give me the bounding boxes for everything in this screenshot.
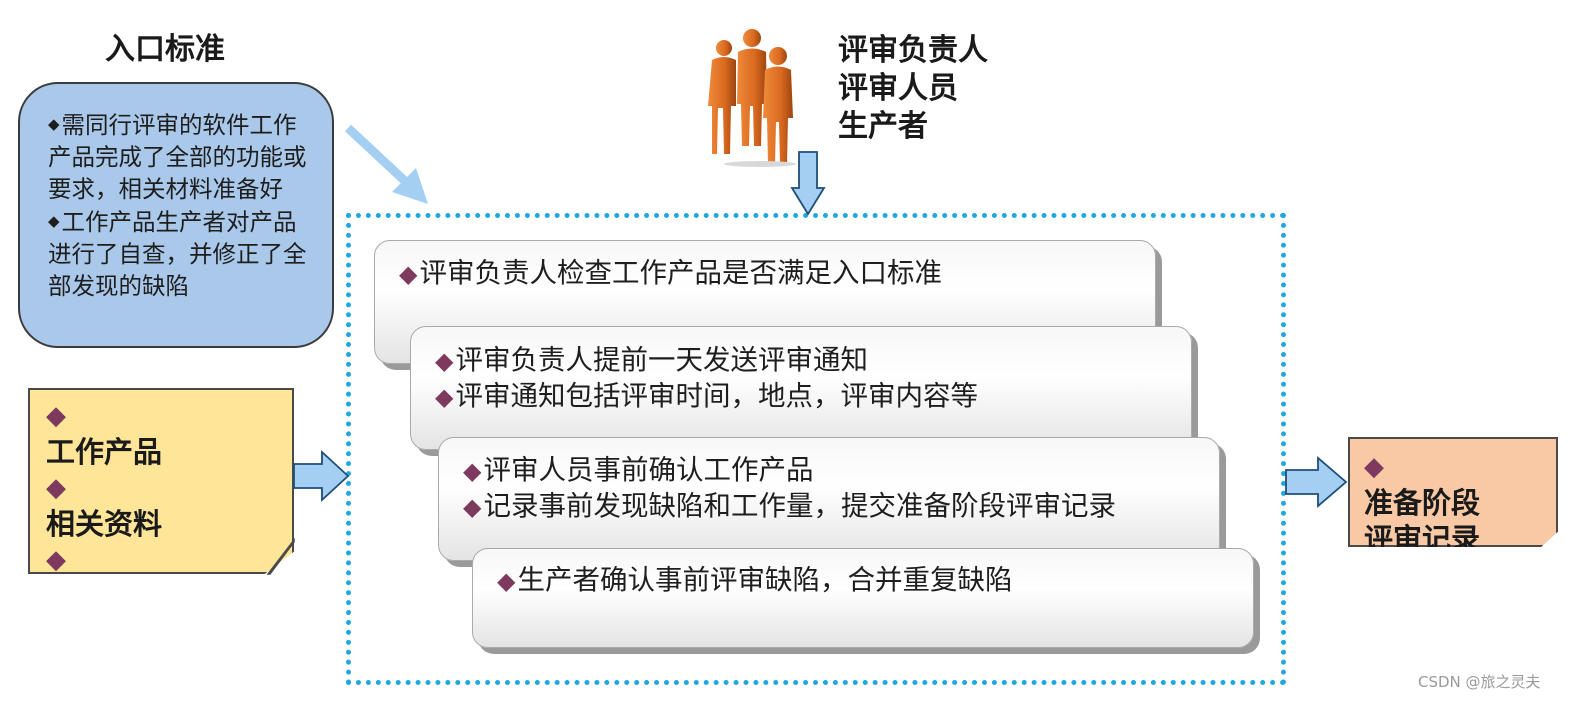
step-card-3: ◆评审人员事前确认工作产品 ◆记录事前发现缺陷和工作量，提交准备阶段评审记录 <box>438 437 1220 561</box>
output-line-2: 评审记录 <box>1364 522 1481 556</box>
input-item: ◆工作产品 <box>46 398 284 470</box>
role-review-lead: 评审负责人 <box>838 33 988 68</box>
diamond-bullet-icon: ◆ <box>463 457 482 485</box>
input-item: ◆评审Checklist <box>46 542 284 575</box>
step-line: ◆记录事前发现缺陷和工作量，提交准备阶段评审记录 <box>463 490 1116 522</box>
entry-criteria-title: 入口标准 <box>105 32 225 67</box>
inputs-note: ◆工作产品 ◆相关资料 ◆评审Checklist 自查结果 <box>28 388 294 574</box>
step-line: ◆评审人员事前确认工作产品 <box>463 454 814 486</box>
diamond-bullet-icon: ◆ <box>48 115 60 133</box>
diamond-bullet-icon: ◆ <box>463 493 482 521</box>
diamond-bullet-icon: ◆ <box>435 347 454 375</box>
review-roles: 评审负责人 评审人员 生产者 <box>838 32 988 146</box>
process-frame <box>346 213 1286 685</box>
diamond-bullet-icon: ◆ <box>48 212 60 230</box>
role-reviewers: 评审人员 <box>838 71 958 106</box>
step-card-2: ◆评审负责人提前一天发送评审通知 ◆评审通知包括评审时间，地点，评审内容等 <box>410 326 1192 450</box>
output-line-1: 准备阶段 <box>1364 486 1481 520</box>
note-fold-icon <box>266 538 295 575</box>
people-icon <box>708 29 796 167</box>
entry-criteria-item: ◆工作产品生产者对产品进行了自查，并修正了全部发现的缺陷 <box>48 208 307 300</box>
diagonal-arrow-icon <box>344 124 428 204</box>
watermark: CSDN @旅之灵夫 <box>1418 673 1541 691</box>
output-note: ◆准备阶段 评审记录 <box>1348 437 1558 547</box>
role-producer: 生产者 <box>838 109 928 144</box>
step-line: ◆评审通知包括评审时间，地点，评审内容等 <box>435 380 978 412</box>
diamond-bullet-icon: ◆ <box>435 383 454 411</box>
diamond-bullet-icon: ◆ <box>46 545 66 575</box>
step-line: ◆评审负责人提前一天发送评审通知 <box>435 344 868 376</box>
entry-criteria-item: ◆需同行评审的软件工作产品完成了全部的功能或要求，相关材料准备好 <box>48 111 307 203</box>
down-arrow-icon <box>790 151 826 216</box>
step-card-4: ◆生产者确认事前评审缺陷，合并重复缺陷 <box>472 548 1254 648</box>
step-line: ◆生产者确认事前评审缺陷，合并重复缺陷 <box>497 564 1013 596</box>
right-arrow-icon <box>1285 456 1348 508</box>
diamond-bullet-icon: ◆ <box>1364 452 1384 482</box>
diamond-bullet-icon: ◆ <box>46 401 66 431</box>
diamond-bullet-icon: ◆ <box>399 260 418 288</box>
step-line: ◆评审负责人检查工作产品是否满足入口标准 <box>399 257 942 289</box>
input-item: 自查结果 <box>46 615 163 649</box>
diamond-bullet-icon: ◆ <box>46 473 66 503</box>
entry-criteria-box: ◆需同行评审的软件工作产品完成了全部的功能或要求，相关材料准备好 ◆工作产品生产… <box>18 82 334 348</box>
right-arrow-icon <box>293 449 350 503</box>
input-item: ◆相关资料 <box>46 470 284 542</box>
diamond-bullet-icon: ◆ <box>497 567 516 595</box>
